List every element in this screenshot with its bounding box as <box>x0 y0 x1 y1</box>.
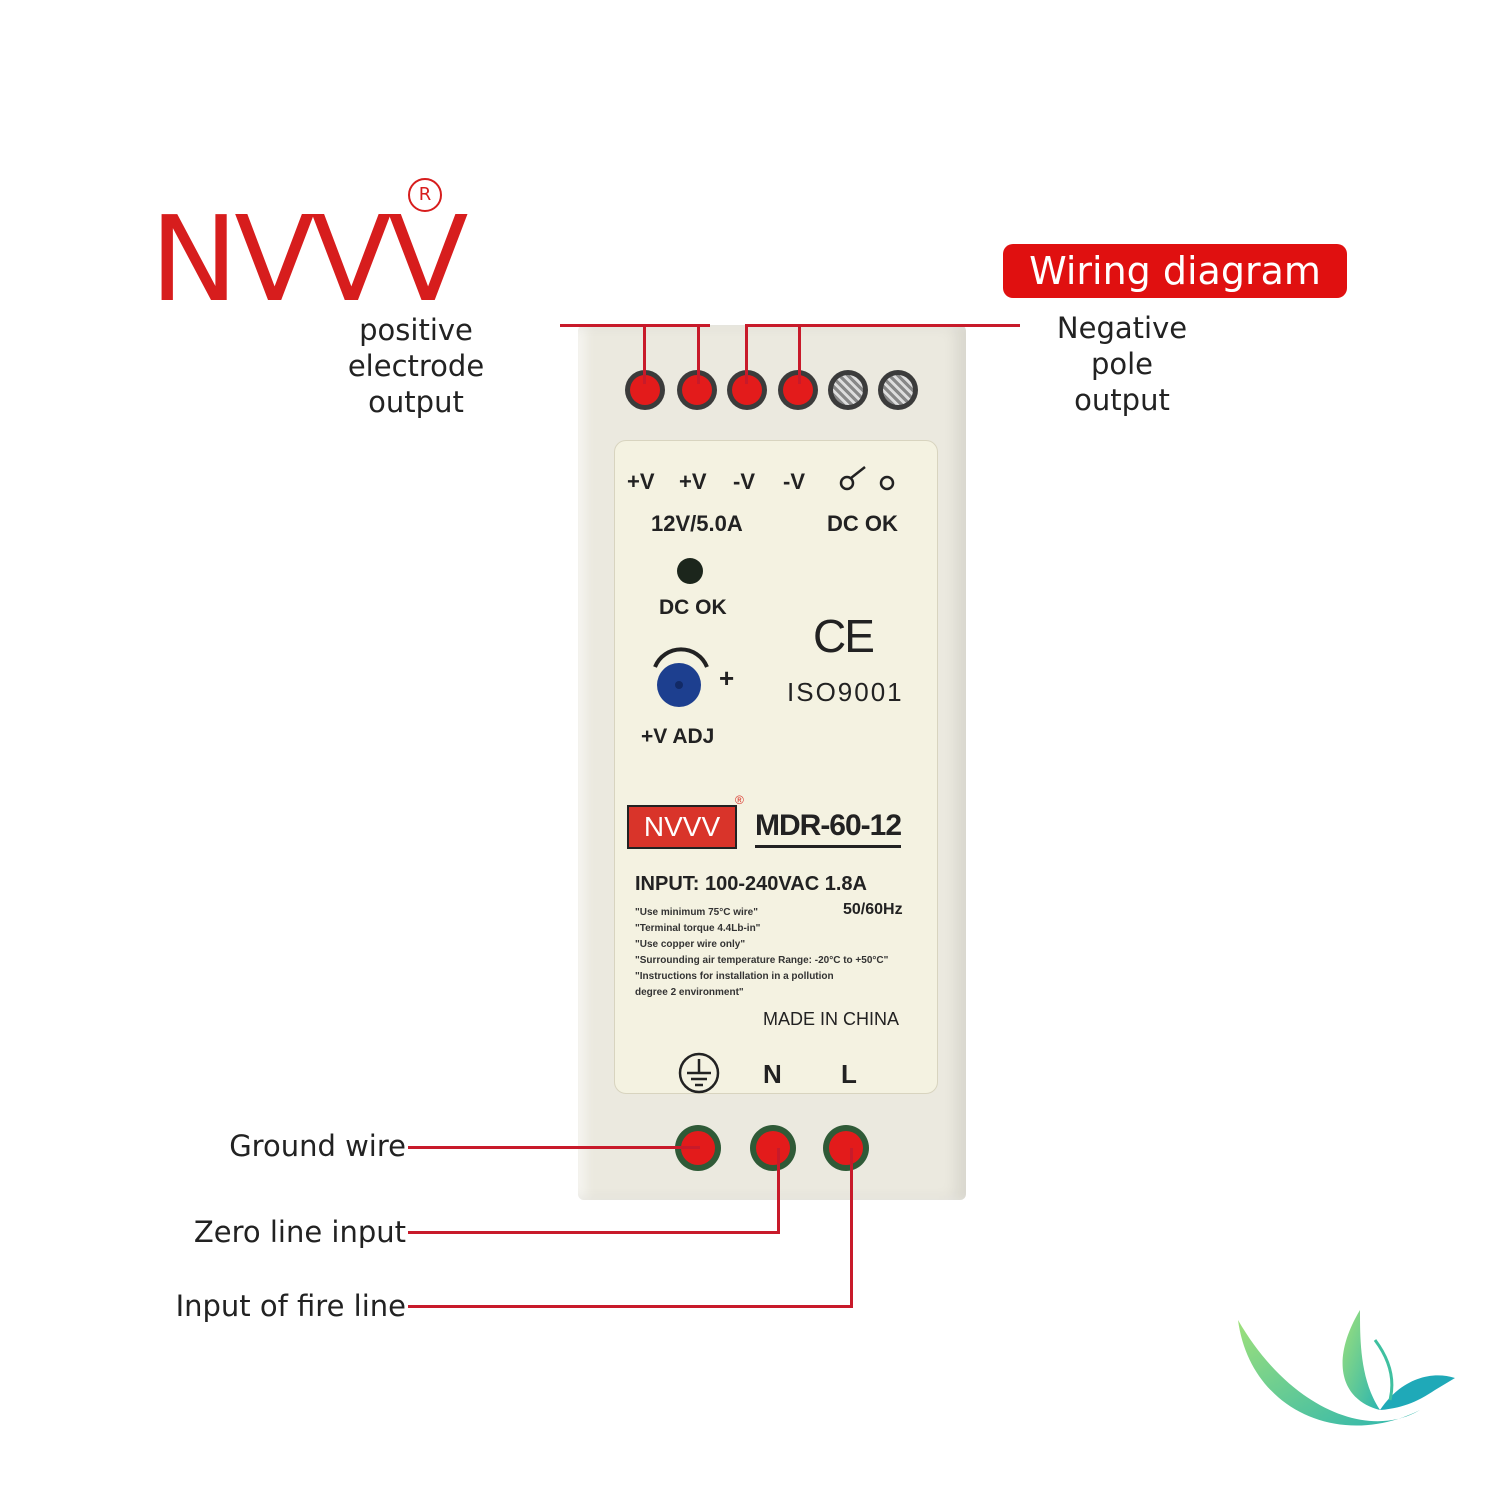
positive-output-line2: output <box>368 385 464 419</box>
terminal-dc-ok-1 <box>828 370 868 410</box>
terminal-line <box>823 1125 869 1171</box>
adjust-plus-label: + <box>719 663 735 693</box>
rating-label: 12V/5.0A <box>651 511 743 536</box>
zero-leader-vertical <box>777 1148 780 1234</box>
label-plate: +V +V -V -V 12V/5.0A DC OK DC OK CE ISO9… <box>614 440 938 1094</box>
positive-leader-drop-2 <box>697 324 700 384</box>
label-plus-v-1: +V <box>627 469 655 494</box>
wiring-diagram-badge: Wiring diagram <box>1003 244 1347 298</box>
ground-wire-callout: Ground wire <box>229 1129 406 1163</box>
positive-leader-horizontal <box>560 324 710 327</box>
note-line: "Instructions for installation in a poll… <box>635 971 834 982</box>
label-minus-v-2: -V <box>783 469 805 494</box>
input-spec: INPUT: 100-240VAC 1.8A <box>635 873 867 895</box>
fire-leader-horizontal <box>408 1305 853 1308</box>
negative-leader-drop-1 <box>745 324 748 384</box>
bird-watermark-icon <box>1238 1310 1455 1426</box>
negative-output-line1: Negative pole <box>1056 311 1188 381</box>
plate-brand-box: NVVV <box>627 805 737 849</box>
dc-ok-led-icon <box>677 558 703 584</box>
terminal-minus-v-2 <box>778 370 818 410</box>
positive-output-callout: positive electrode output <box>290 312 542 420</box>
negative-leader-drop-2 <box>798 324 801 384</box>
note-line: "Surrounding air temperature Range: -20°… <box>635 955 889 966</box>
relay-switch-icon <box>839 466 895 491</box>
brand-logo: NVVV <box>150 190 468 328</box>
zero-line-callout: Zero line input <box>193 1215 406 1249</box>
negative-leader-horizontal <box>745 324 1020 327</box>
voltage-adjust-knob-icon <box>653 647 709 707</box>
frequency-spec: 50/60Hz <box>843 901 903 918</box>
fire-leader-vertical <box>850 1148 853 1308</box>
note-line: "Use minimum 75°C wire" <box>635 907 758 918</box>
terminal-neutral <box>750 1125 796 1171</box>
note-line: "Use copper wire only" <box>635 939 746 950</box>
negative-output-callout: Negative pole output <box>1022 310 1222 418</box>
label-plus-v-2: +V <box>679 469 707 494</box>
model-number: MDR-60-12 <box>755 809 902 848</box>
dc-ok-relay-label: DC OK <box>827 511 898 536</box>
positive-output-line1: positive electrode <box>347 313 485 383</box>
usage-notes: "Use minimum 75°C wire" "Terminal torque… <box>635 905 925 1001</box>
label-minus-v-1: -V <box>733 469 755 494</box>
note-line: "Terminal torque 4.4Lb-in" <box>635 923 761 934</box>
fire-line-callout: Input of fire line <box>175 1289 406 1323</box>
plate-registered-mark: ® <box>735 793 744 807</box>
line-label: L <box>841 1059 857 1089</box>
ground-symbol-icon <box>678 1052 720 1094</box>
note-line: degree 2 environment" <box>635 987 744 998</box>
terminal-dc-ok-2 <box>878 370 918 410</box>
ce-mark: CE <box>813 610 875 662</box>
zero-leader-horizontal <box>408 1231 780 1234</box>
dc-ok-led-label: DC OK <box>659 596 727 619</box>
made-in-label: MADE IN CHINA <box>763 1009 900 1029</box>
neutral-label: N <box>763 1059 782 1089</box>
negative-output-line2: output <box>1074 383 1170 417</box>
iso-mark: ISO9001 <box>787 677 904 707</box>
registered-mark: R <box>408 178 442 212</box>
ground-leader <box>408 1146 700 1149</box>
adjust-label: +V ADJ <box>641 725 715 748</box>
positive-leader-drop-1 <box>643 324 646 384</box>
